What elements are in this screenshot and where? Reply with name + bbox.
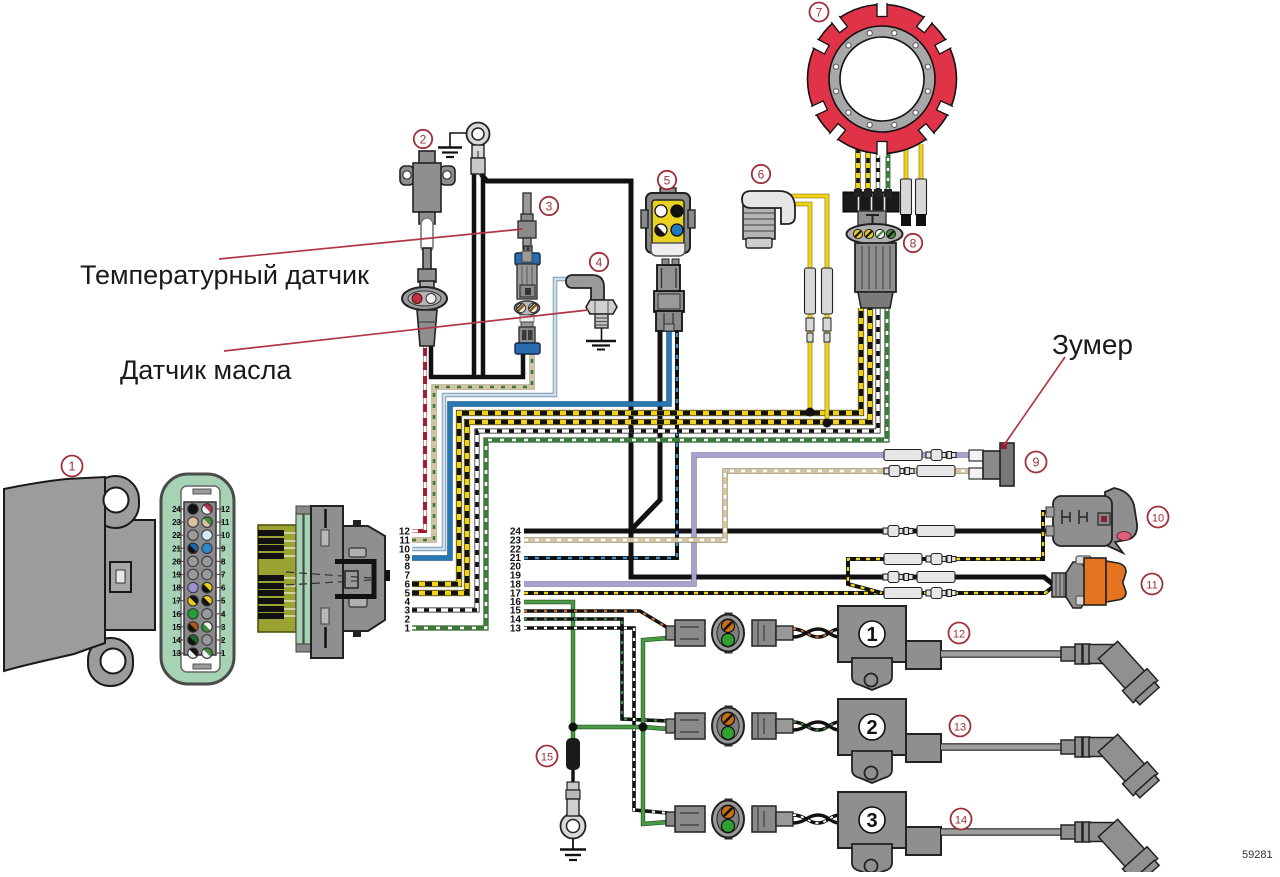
svg-text:4: 4 [404, 597, 410, 608]
svg-text:24: 24 [510, 527, 522, 538]
svg-text:19: 19 [510, 571, 522, 582]
svg-text:17: 17 [172, 597, 181, 606]
svg-text:8: 8 [910, 236, 917, 250]
svg-text:10: 10 [1152, 512, 1164, 524]
svg-text:13: 13 [172, 649, 181, 658]
svg-text:12: 12 [399, 527, 411, 538]
svg-text:11: 11 [1146, 579, 1157, 591]
svg-text:5: 5 [221, 597, 226, 606]
svg-text:2: 2 [420, 132, 427, 146]
svg-text:16: 16 [510, 597, 522, 608]
svg-text:17: 17 [510, 589, 522, 600]
svg-text:5: 5 [404, 589, 410, 600]
svg-text:12: 12 [221, 505, 230, 514]
svg-text:6: 6 [758, 167, 765, 181]
svg-text:4: 4 [221, 610, 226, 619]
svg-text:11: 11 [399, 536, 410, 547]
svg-text:15: 15 [172, 623, 181, 632]
svg-text:3: 3 [404, 606, 410, 617]
svg-text:18: 18 [172, 584, 181, 593]
svg-text:5: 5 [664, 173, 671, 187]
svg-text:1: 1 [866, 624, 877, 646]
svg-text:3: 3 [546, 199, 553, 213]
svg-text:Температурный датчик: Температурный датчик [80, 260, 369, 290]
svg-text:7: 7 [221, 571, 226, 580]
svg-text:14: 14 [172, 636, 181, 645]
svg-text:23: 23 [172, 518, 181, 527]
svg-text:22: 22 [510, 545, 522, 556]
svg-text:Зумер: Зумер [1052, 329, 1133, 360]
svg-text:23: 23 [510, 536, 522, 547]
svg-text:3: 3 [221, 623, 226, 632]
svg-text:14: 14 [510, 615, 522, 626]
svg-text:Датчик масла: Датчик масла [120, 355, 292, 385]
svg-text:1: 1 [404, 624, 410, 635]
svg-text:9: 9 [221, 544, 226, 553]
svg-text:2: 2 [221, 636, 226, 645]
svg-text:12: 12 [953, 628, 965, 640]
svg-text:7: 7 [404, 571, 410, 582]
svg-text:8: 8 [221, 557, 226, 566]
svg-text:15: 15 [541, 751, 553, 763]
svg-text:2: 2 [866, 717, 877, 739]
svg-text:20: 20 [172, 557, 181, 566]
svg-text:21: 21 [510, 553, 522, 564]
svg-text:6: 6 [221, 584, 226, 593]
svg-text:8: 8 [404, 562, 410, 573]
svg-text:10: 10 [221, 531, 230, 540]
svg-text:18: 18 [510, 580, 522, 591]
svg-text:7: 7 [816, 5, 823, 19]
svg-text:10: 10 [399, 545, 411, 556]
svg-text:15: 15 [510, 606, 522, 617]
svg-text:6: 6 [404, 580, 410, 591]
svg-text:16: 16 [172, 610, 181, 619]
svg-text:1: 1 [69, 459, 76, 473]
svg-text:20: 20 [510, 562, 522, 573]
svg-text:19: 19 [172, 571, 181, 580]
svg-text:21: 21 [172, 544, 181, 553]
svg-text:4: 4 [596, 255, 603, 269]
svg-text:13: 13 [510, 624, 522, 635]
svg-text:59281: 59281 [1242, 849, 1273, 861]
svg-text:3: 3 [866, 810, 877, 832]
svg-text:11: 11 [221, 518, 230, 527]
svg-text:22: 22 [172, 531, 181, 540]
svg-text:13: 13 [954, 721, 966, 733]
svg-text:9: 9 [1033, 455, 1040, 469]
svg-text:2: 2 [404, 615, 410, 626]
svg-text:1: 1 [221, 649, 226, 658]
svg-text:9: 9 [404, 553, 410, 564]
svg-text:24: 24 [172, 505, 181, 514]
svg-text:14: 14 [955, 814, 967, 826]
